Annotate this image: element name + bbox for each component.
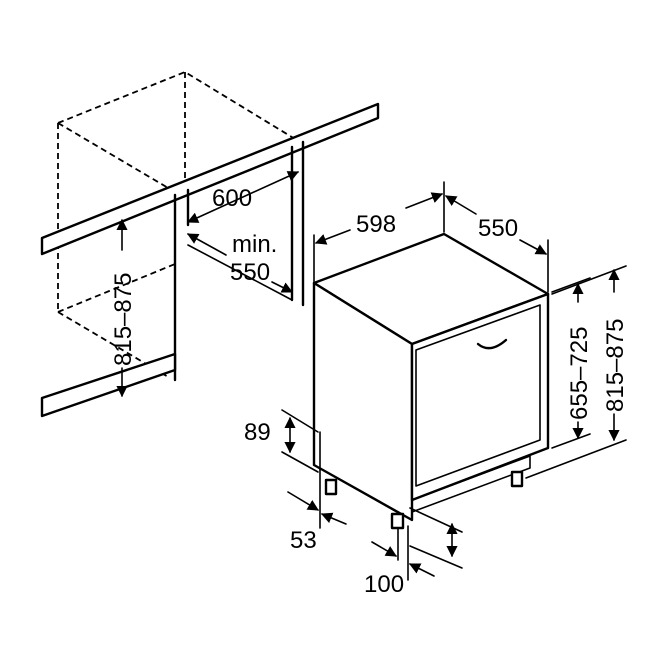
label-door-height: 655–725 [566,327,593,420]
dishwasher [312,232,550,522]
label-plinth-height: 89 [244,419,271,446]
kitchen-cabinet-outline [57,70,301,379]
label-plinth-setback: 53 [290,527,317,554]
plinth-setback-dimension [287,469,347,529]
label-niche-depth-prefix: min. [232,231,277,258]
plinth-height-dimension [281,409,319,473]
label-door-gap: 100 [364,571,404,598]
door-height-dimension [551,277,591,449]
label-niche-width: 600 [212,185,252,212]
label-niche-height: 815–875 [110,273,137,366]
door-handle [476,338,508,350]
worktop [40,102,380,256]
appliance-height-dimension [525,265,627,479]
niche-width-dimension [186,171,300,223]
door-gap-dimension [371,507,463,581]
label-appliance-height: 815–875 [602,319,629,412]
label-appliance-width: 598 [356,211,396,238]
appliance-depth-dimension [445,195,549,293]
dishwasher-feet [324,470,524,530]
niche-depth-dimension [187,233,294,293]
label-niche-depth: 550 [230,259,270,286]
appliance-width-dimension [313,181,445,283]
label-appliance-depth: 550 [478,215,518,242]
